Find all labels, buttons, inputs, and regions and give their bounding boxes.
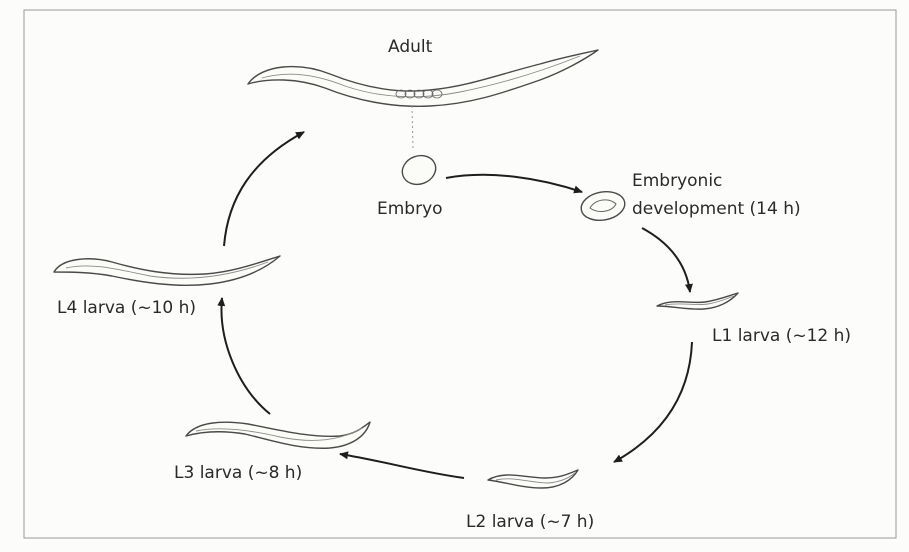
arrow-l4-to-adult xyxy=(224,132,304,246)
l1-larva-worm xyxy=(657,293,738,309)
embryo-egg xyxy=(398,151,440,189)
l3-larva-worm xyxy=(186,422,370,448)
l4-larva-worm xyxy=(54,256,280,285)
developing-embryo-egg xyxy=(579,188,627,223)
arrow-l2-to-l3 xyxy=(340,454,464,478)
l3-larva-label: L3 larva (~8 h) xyxy=(174,463,302,483)
arrow-development-to-l1 xyxy=(642,228,690,292)
l2-larva-worm xyxy=(488,470,578,488)
embryo-label: Embryo xyxy=(377,199,443,219)
l4-larva-label: L4 larva (~10 h) xyxy=(57,298,196,318)
arrow-l3-to-l4 xyxy=(221,298,270,414)
embryo-release-dotted-line xyxy=(412,106,413,148)
adult-label: Adult xyxy=(388,37,433,57)
embryonic-development-label-line1: Embryonic xyxy=(632,171,722,191)
arrow-l1-to-l2 xyxy=(614,342,692,462)
l1-larva-label: L1 larva (~12 h) xyxy=(712,326,851,346)
arrow-embryo-to-development xyxy=(446,175,582,192)
embryonic-development-label-line2: development (14 h) xyxy=(632,199,801,219)
l2-larva-label: L2 larva (~7 h) xyxy=(466,512,594,532)
